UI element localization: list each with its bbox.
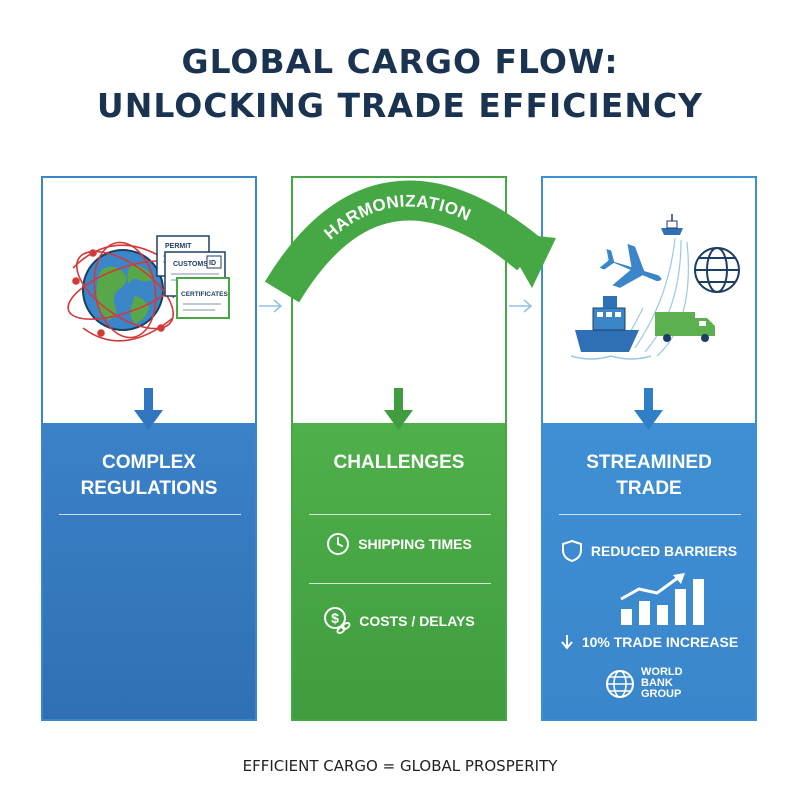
list-item-reduced-barriers: REDUCED BARRIERS	[543, 539, 755, 563]
reduced-barriers-label: REDUCED BARRIERS	[590, 543, 738, 559]
panel-1-illustration-area: PERMIT CUSTOMS ID CERTIFICATES	[43, 178, 255, 423]
costs-delays-label: COSTS / DELAYS	[359, 613, 475, 629]
bar-growth-icon	[620, 573, 704, 625]
down-arrow-icon	[561, 635, 573, 650]
world-bank-wordmark: WORLD BANK GROUP	[641, 667, 683, 700]
logo-line-bank: BANK	[641, 677, 673, 689]
doc-label-certificates: CERTIFICATES	[181, 291, 228, 298]
connector-arrow-1	[259, 299, 283, 313]
airplane-icon	[599, 243, 662, 288]
regulations-illustration: PERMIT CUSTOMS ID CERTIFICATES	[67, 235, 230, 342]
heading-regulations: REGULATIONS	[80, 478, 218, 499]
doc-label-customs: CUSTOMS	[173, 261, 208, 268]
clock-icon	[327, 533, 350, 555]
globe-wire-icon	[694, 247, 740, 293]
panel-2-illustration-area	[293, 178, 505, 423]
panel-2-divider-1	[309, 514, 491, 515]
page-title-line-2: UNLOCKING TRADE EFFICIENCY	[96, 86, 704, 125]
doc-label-permit: PERMIT	[165, 243, 192, 250]
connector-arrow-2	[509, 299, 533, 313]
page-title-line-1: GLOBAL CARGO FLOW:	[181, 42, 619, 81]
truck-icon	[655, 312, 715, 342]
ship-icon	[661, 214, 683, 235]
heading-complex: COMPLEX	[102, 452, 196, 473]
list-item-trade-increase: 10% TRADE INCREASE	[543, 631, 755, 653]
cargo-ship-icon	[570, 296, 652, 360]
trade-increase-label: 10% TRADE INCREASE	[581, 634, 739, 650]
doc-label-id: ID	[209, 260, 216, 267]
logo-line-world: WORLD	[641, 666, 683, 678]
heading-challenges: CHALLENGES	[333, 452, 465, 473]
logo-line-group: GROUP	[641, 688, 682, 700]
panel-2-body: CHALLENGES SHIPPING TIMES $ COSTS / DELA…	[293, 423, 505, 719]
trade-illustration	[570, 214, 740, 360]
shield-icon	[561, 539, 582, 563]
panel-3-body: STREAMINED TRADE REDUCED BARRIERS 10% TR…	[543, 423, 755, 719]
shipping-times-label: SHIPPING TIMES	[358, 536, 472, 552]
panel-1-divider	[59, 514, 241, 515]
heading-streamined: STREAMINED	[586, 452, 712, 473]
panel-2-divider-2	[309, 583, 491, 584]
heading-trade: TRADE	[616, 478, 682, 499]
panel-1-body: COMPLEX REGULATIONS	[43, 423, 255, 719]
panel-streamined-trade: STREAMINED TRADE REDUCED BARRIERS 10% TR…	[541, 176, 757, 721]
world-bank-globe-icon	[606, 669, 634, 698]
panel-3-divider	[559, 514, 741, 515]
world-bank-logo: WORLD BANK GROUP	[605, 667, 683, 700]
footer-tagline: EFFICIENT CARGO = GLOBAL PROSPERITY	[242, 757, 558, 775]
document-icon: PERMIT CUSTOMS ID CERTIFICATES	[156, 235, 230, 319]
svg-text:$: $	[331, 610, 339, 626]
panel-complex-regulations: PERMIT CUSTOMS ID CERTIFICATES COMPLEX R…	[41, 176, 257, 721]
panel-challenges: CHALLENGES SHIPPING TIMES $ COSTS / DELA…	[291, 176, 507, 721]
route-lines	[622, 237, 689, 357]
panel-3-illustration-area	[543, 178, 755, 423]
list-item-shipping-times: SHIPPING TIMES	[293, 531, 505, 557]
dollar-chain-icon: $	[324, 607, 351, 634]
list-item-costs-delays: $ COSTS / DELAYS	[293, 606, 505, 636]
